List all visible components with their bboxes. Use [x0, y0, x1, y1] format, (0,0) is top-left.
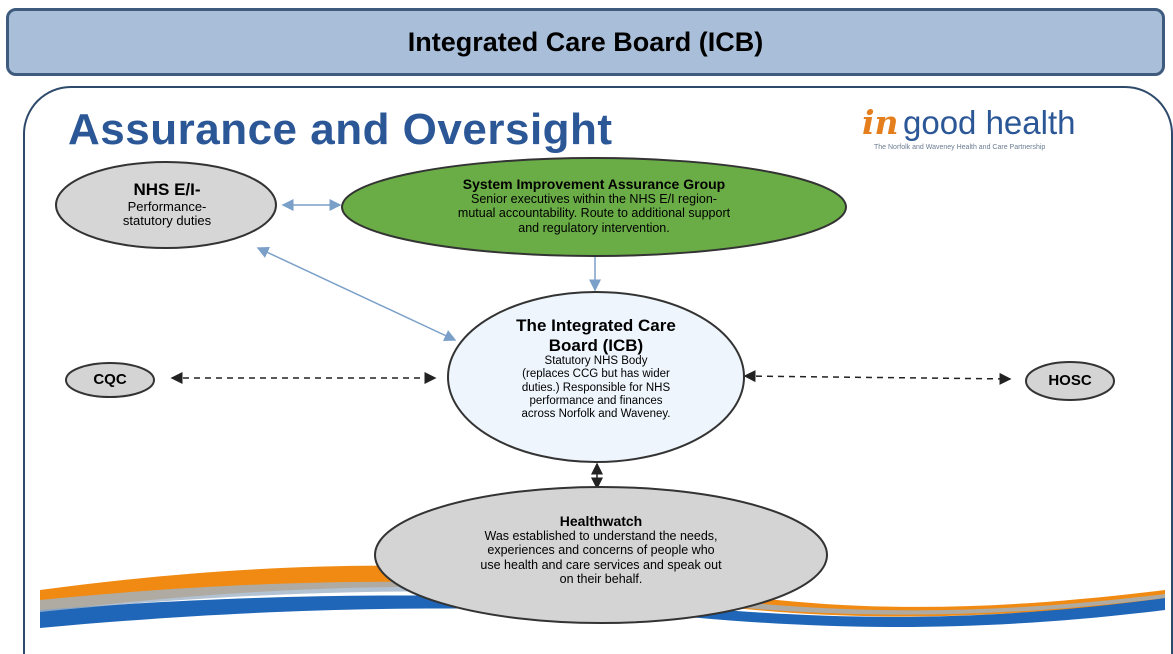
healthwatch-body-2: experiences and concerns of people who [487, 543, 715, 558]
brand-name: good health [902, 104, 1076, 141]
siag-title: System Improvement Assurance Group [462, 176, 726, 192]
healthwatch-body-1: Was established to understand the needs, [484, 529, 718, 544]
node-siag [341, 157, 847, 257]
healthwatch-body-3: use health and care services and speak o… [480, 557, 722, 572]
icb-title-2: Board (ICB) [548, 335, 644, 355]
nhs-ei-title: NHS E/I- [133, 180, 201, 199]
healthwatch-text: Healthwatch Was established to understan… [420, 513, 782, 587]
nhs-ei-body-2: statutory duties [122, 213, 212, 229]
healthwatch-title: Healthwatch [559, 513, 643, 529]
main-title: Assurance and Oversight [68, 105, 613, 154]
hosc-label: HOSC [1048, 372, 1092, 389]
icb-title-1: The Integrated Care [516, 316, 676, 335]
cqc-label: CQC [93, 371, 127, 388]
nhs-ei-body-1: Performance- [127, 198, 207, 214]
node-healthwatch [374, 486, 828, 624]
icb-body-1: Statutory NHS Body [544, 355, 648, 368]
siag-body-2: mutual accountability. Route to addition… [457, 206, 731, 221]
icb-body-2: (replaces CCG but has wider [522, 368, 670, 381]
brand-tagline: The Norfolk and Waveney Health and Care … [874, 144, 1046, 151]
siag-text: System Improvement Assurance Group Senio… [374, 176, 814, 235]
icb-body-4: performance and finances [529, 394, 663, 407]
node-cqc [65, 362, 155, 398]
header-title: Integrated Care Board (ICB) [407, 26, 764, 57]
brand-prefix: in [862, 103, 899, 142]
node-nhs-ei [55, 161, 277, 249]
nhs-ei-text: NHS E/I- Performance- statutory duties [72, 180, 262, 229]
icb-text: The Integrated Care Board (ICB) Statutor… [476, 316, 716, 421]
brand-logo: in good health The Norfolk and Waveney H… [862, 103, 1162, 151]
connector-icb-hosc [743, 370, 1012, 385]
diagram-frame [23, 86, 1173, 654]
healthwatch-body-4: on their behalf. [559, 572, 643, 587]
siag-body-3: and regulatory intervention. [518, 220, 670, 235]
header-banner: Integrated Care Board (ICB) [6, 8, 1165, 76]
siag-body-1: Senior executives within the NHS E/I reg… [471, 192, 717, 207]
node-hosc [1025, 361, 1115, 401]
icb-body-3: duties.) Responsible for NHS [521, 381, 671, 394]
connector-nhs-icb [256, 247, 457, 341]
icb-body-5: across Norfolk and Waveney. [521, 407, 671, 420]
node-icb [447, 291, 745, 463]
